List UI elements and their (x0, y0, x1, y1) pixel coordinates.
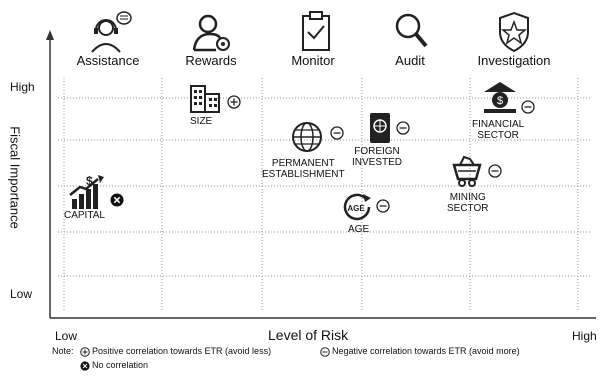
svg-text:AGE: AGE (347, 204, 365, 213)
building-icon (189, 84, 221, 119)
column-label-assistance: Assistance (76, 53, 140, 68)
y-axis-arrow (46, 30, 54, 40)
no-correlation-icon (80, 361, 90, 371)
minus-sign-icon (320, 347, 330, 357)
item-label-permanent-establishment: PERMANENT ESTABLISHMENT (262, 158, 345, 180)
minus-sign-icon (376, 199, 390, 213)
column-label-audit: Audit (395, 53, 425, 68)
note-positive: Positive correlation towards ETR (avoid … (92, 346, 272, 356)
x-axis-title: Level of Risk (268, 327, 349, 343)
minus-sign-icon (521, 100, 535, 114)
item-label-capital: CAPITAL (64, 210, 105, 221)
bank-dollar-icon: $ (482, 80, 518, 119)
svg-text:$: $ (86, 174, 93, 188)
globe-icon (289, 120, 325, 159)
note-none: No correlation (92, 360, 149, 370)
plus-sign-icon (80, 347, 90, 357)
y-axis-title: Fiscal Importance (7, 126, 23, 229)
item-label-age: AGE (348, 224, 370, 235)
mine-cart-icon (450, 153, 484, 192)
svg-text:$: $ (497, 95, 503, 107)
growth-chart-icon: $ (68, 173, 108, 216)
x-axis-low-label: Low (55, 329, 78, 343)
item-label-financial-sector: FINANCIAL SECTOR (472, 119, 525, 141)
item-label-mining-sector: MINING SECTOR (447, 192, 489, 214)
headset-agent-icon (88, 10, 132, 54)
y-axis-high-label: High (10, 80, 35, 94)
column-label-monitor: Monitor (291, 53, 335, 68)
column-label-rewards: Rewards (185, 53, 237, 68)
passport-icon (368, 111, 392, 150)
minus-sign-icon (396, 121, 410, 135)
y-axis-low-label: Low (10, 287, 33, 301)
shield-star-icon (492, 10, 536, 54)
minus-sign-icon (488, 164, 502, 178)
magnifier-icon (390, 10, 434, 54)
item-label-foreign-invested: FOREIGN INVESTED (352, 146, 403, 168)
minus-sign-icon (330, 126, 344, 140)
item-label-size: SIZE (190, 116, 213, 127)
note-prefix: Note: (52, 346, 74, 356)
no-correlation-icon (110, 193, 124, 207)
clipboard-check-icon (294, 10, 338, 54)
column-label-investigation: Investigation (477, 53, 551, 68)
x-axis-high-label: High (572, 329, 597, 343)
plus-sign-icon (227, 95, 241, 109)
note-negative: Negative correlation towards ETR (avoid … (332, 346, 520, 356)
age-badge-icon: AGE (341, 192, 373, 227)
person-gear-icon (190, 10, 234, 54)
